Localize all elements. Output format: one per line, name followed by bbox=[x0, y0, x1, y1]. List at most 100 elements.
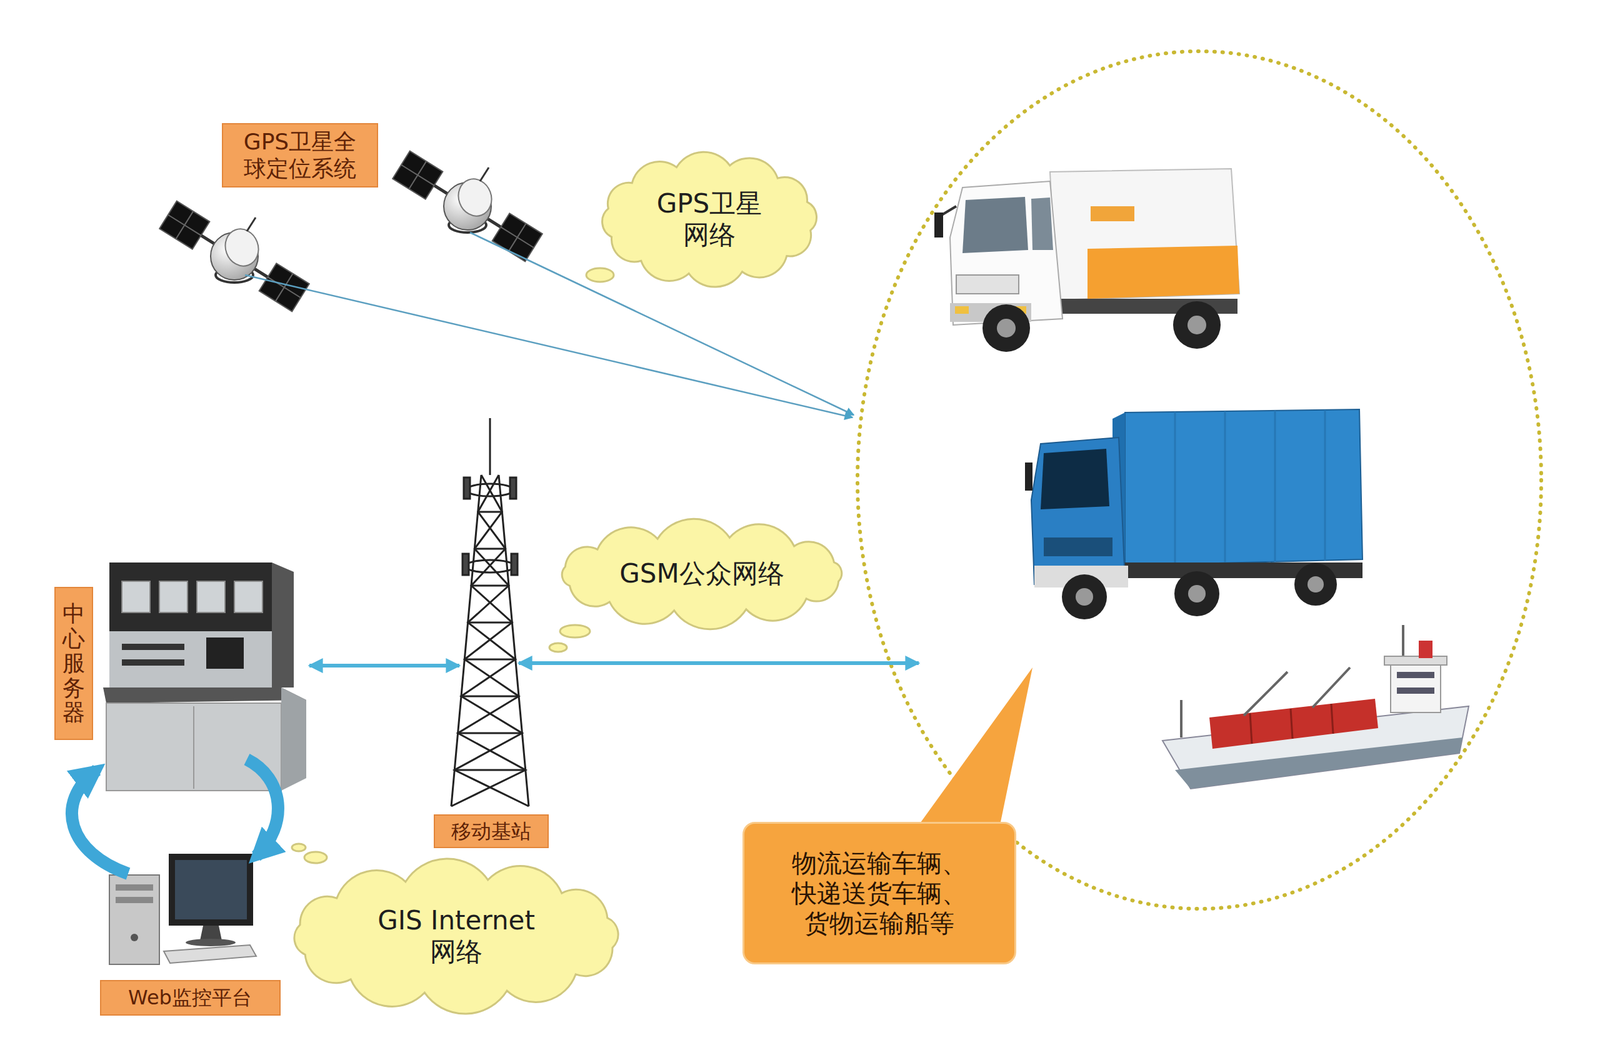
cloud-tail bbox=[560, 625, 590, 638]
web-computer bbox=[115, 884, 154, 891]
web-computer bbox=[115, 896, 154, 904]
link-arrow bbox=[309, 663, 460, 668]
server-console bbox=[206, 637, 244, 669]
web-computer bbox=[185, 938, 236, 947]
cargo-ship bbox=[1396, 671, 1435, 679]
server-console bbox=[281, 687, 307, 791]
delivery-truck bbox=[1090, 206, 1135, 222]
base-station-tower bbox=[498, 475, 529, 807]
cloud-tail bbox=[586, 268, 614, 282]
cargo-truck bbox=[1025, 409, 1363, 620]
cargo-ship bbox=[1384, 656, 1447, 665]
cargo-truck bbox=[1294, 563, 1337, 606]
cargo-ship bbox=[1401, 625, 1405, 657]
delivery-truck bbox=[1173, 301, 1221, 349]
base-station-tower bbox=[511, 553, 518, 575]
delivery-truck bbox=[950, 181, 1063, 325]
delivery-truck bbox=[934, 168, 1240, 352]
base-station-tower bbox=[451, 475, 482, 807]
base-station-tower bbox=[463, 477, 470, 499]
web-computer bbox=[130, 933, 139, 942]
cargo-truck bbox=[1324, 410, 1327, 561]
base-station-tower bbox=[510, 477, 517, 499]
sync-arrow bbox=[246, 759, 279, 857]
delivery-truck bbox=[1031, 197, 1054, 250]
cargo-truck bbox=[1175, 410, 1325, 565]
base-station-tower bbox=[466, 483, 514, 497]
cloud-outline bbox=[602, 151, 817, 287]
server-console bbox=[109, 562, 272, 632]
tag-label: Web监控平台 bbox=[100, 980, 281, 1016]
cargo-ship bbox=[1180, 700, 1183, 738]
delivery-truck bbox=[934, 212, 944, 238]
cargo-ship bbox=[1243, 671, 1288, 716]
cargo-truck bbox=[1043, 537, 1113, 557]
signal-line bbox=[245, 275, 853, 418]
base-station-tower bbox=[462, 553, 469, 575]
server-console bbox=[121, 643, 185, 650]
vertical-tag: 中心服务器 bbox=[54, 586, 94, 740]
server-console bbox=[103, 562, 307, 791]
web-computer bbox=[109, 853, 257, 965]
sync-arrow bbox=[71, 770, 129, 874]
server-console bbox=[234, 581, 263, 613]
base-station-tower bbox=[454, 511, 526, 770]
cloud-outline bbox=[561, 518, 842, 630]
node-text: GSM公众网络 bbox=[619, 558, 784, 590]
server-console bbox=[271, 562, 294, 688]
web-computer bbox=[168, 853, 254, 926]
cloud-tail bbox=[549, 643, 567, 652]
server-console bbox=[121, 581, 150, 613]
node-text: GPS卫星 网络 bbox=[640, 188, 779, 252]
cargo-truck bbox=[1274, 410, 1277, 562]
cargo-ship bbox=[1396, 687, 1435, 694]
delivery-truck bbox=[962, 196, 1029, 254]
node-text: 中心服务器 bbox=[62, 601, 85, 725]
cargo-ship bbox=[1162, 625, 1469, 789]
node-text: 物流运输车辆、 快递送货车辆、 货物运输船等 bbox=[759, 848, 1000, 939]
server-console bbox=[193, 706, 195, 789]
satellite-icon bbox=[392, 151, 543, 262]
cargo-truck bbox=[1075, 588, 1094, 606]
web-computer bbox=[175, 860, 247, 920]
node-text: GPS卫星全 球定位系统 bbox=[230, 128, 370, 182]
base-station-tower bbox=[451, 475, 526, 807]
base-station-tower bbox=[454, 475, 529, 807]
vehicle-region bbox=[857, 51, 1542, 909]
satellite-icon bbox=[159, 201, 310, 312]
cargo-truck bbox=[1025, 462, 1033, 491]
cargo-truck bbox=[1307, 576, 1324, 593]
web-computer bbox=[200, 925, 222, 941]
base-station-tower bbox=[465, 560, 515, 573]
cargo-ship bbox=[1250, 713, 1252, 744]
delivery-truck bbox=[956, 275, 1019, 294]
tag-label: 移动基站 bbox=[433, 814, 549, 849]
server-console bbox=[103, 687, 307, 704]
cargo-ship bbox=[1331, 703, 1334, 734]
cargo-ship bbox=[1390, 662, 1441, 713]
node-text: 移动基站 bbox=[451, 819, 532, 844]
link-arrow bbox=[518, 661, 919, 665]
delivery-truck bbox=[996, 318, 1016, 338]
cargo-ship bbox=[1181, 625, 1404, 738]
cloud-outline bbox=[294, 858, 619, 1014]
cloud-tail bbox=[291, 843, 306, 852]
server-console bbox=[196, 581, 225, 613]
cargo-ship bbox=[1250, 703, 1334, 744]
cargo-ship bbox=[1209, 698, 1379, 749]
cargo-truck bbox=[1174, 411, 1177, 565]
cargo-truck bbox=[1224, 411, 1227, 564]
server-console bbox=[109, 631, 272, 688]
callout-pointer bbox=[918, 667, 1033, 825]
cargo-truck bbox=[1031, 437, 1125, 585]
cloud-bubble: GIS Internet 网络 bbox=[285, 867, 627, 1005]
cloud-bubble: GPS卫星 网络 bbox=[595, 153, 824, 286]
delivery-truck bbox=[1087, 245, 1240, 299]
tag-label: GPS卫星全 球定位系统 bbox=[221, 123, 379, 188]
cargo-ship bbox=[1418, 640, 1433, 659]
cargo-truck bbox=[1188, 585, 1206, 603]
server-console bbox=[121, 659, 185, 666]
cargo-truck bbox=[1061, 574, 1107, 620]
node-text: Web监控平台 bbox=[128, 985, 252, 1010]
